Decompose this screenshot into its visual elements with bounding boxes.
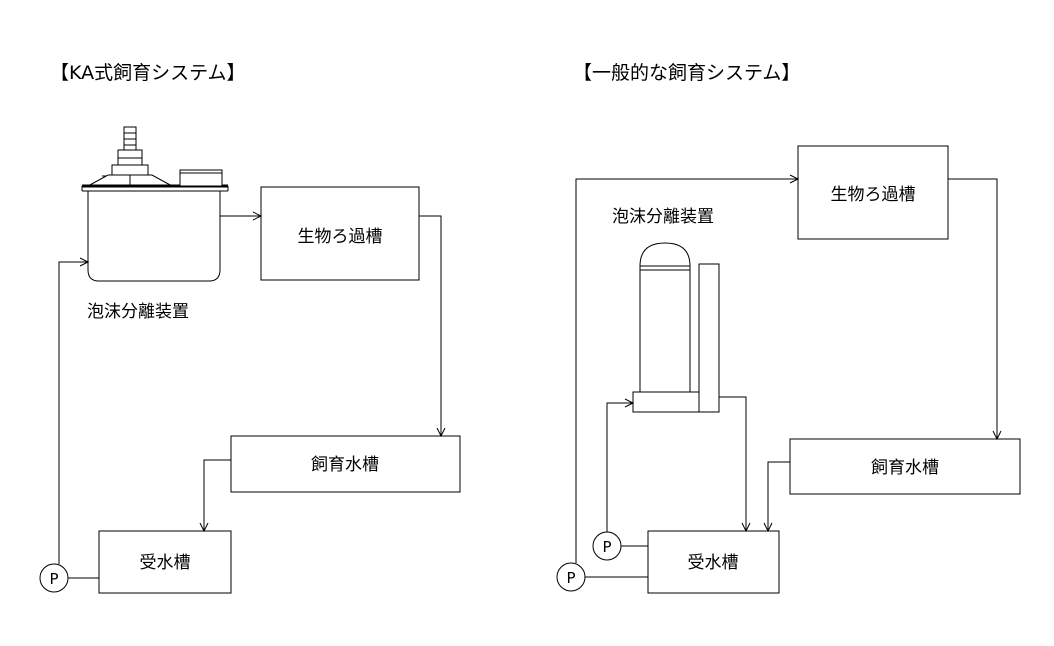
left-receiving-tank-box: [98, 530, 232, 594]
left-breeding-tank-box: [230, 435, 461, 493]
right-pump-lower-label: P: [566, 569, 575, 587]
right-bio-filter-label: 生物ろ過槽: [831, 185, 916, 205]
left-breeding-tank-label: 飼育水槽: [311, 455, 379, 475]
right-breeding-tank-box: [789, 438, 1021, 495]
left-foam-separator: [81, 126, 229, 282]
right-heading: 【一般的な飼育システム】: [573, 62, 800, 84]
right-bio-filter-box: [797, 145, 949, 240]
left-heading: 【KA式飼育システム】: [50, 62, 246, 84]
right-piping: [575, 174, 1002, 578]
left-bio-filter-label: 生物ろ過槽: [298, 227, 383, 247]
left-pump-label: P: [49, 570, 58, 588]
left-separator-label: 泡沫分離装置: [87, 302, 189, 322]
right-foam-separator: [632, 242, 720, 413]
left-piping: [58, 211, 446, 579]
right-breeding-tank-label: 飼育水槽: [871, 458, 939, 478]
right-receiving-tank-label: 受水槽: [688, 553, 739, 573]
right-receiving-tank-box: [647, 530, 780, 594]
left-bio-filter-box: [260, 186, 420, 281]
right-separator-label: 泡沫分離装置: [612, 207, 714, 227]
right-pump-upper-label: P: [602, 538, 611, 556]
left-receiving-tank-label: 受水槽: [140, 553, 191, 573]
